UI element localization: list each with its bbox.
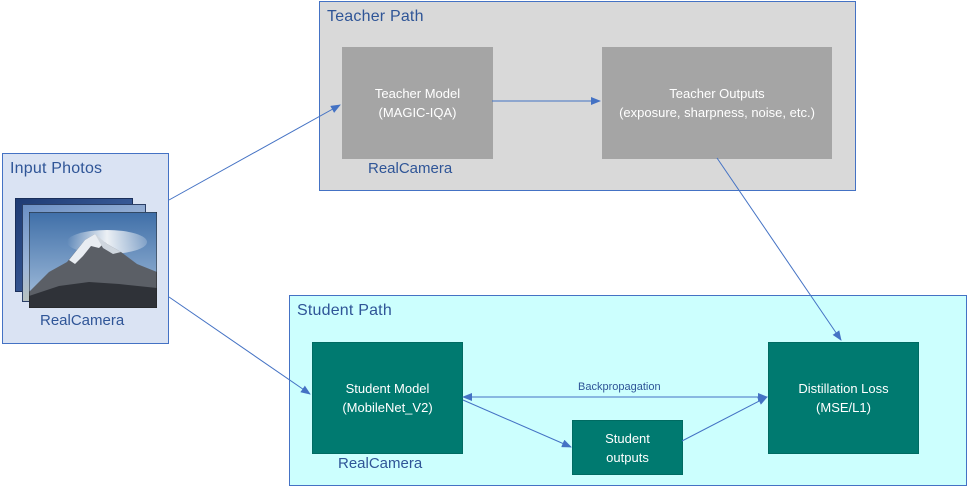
input-photos-caption: RealCamera — [40, 312, 125, 329]
student-path-group: Student Path Student Model (MobileNet_V2… — [289, 295, 967, 486]
arrow-input-to-student — [168, 296, 311, 395]
student-outputs-sublabel: outputs — [606, 449, 649, 465]
teacher-model-sublabel: (MAGIC-IQA) — [378, 105, 457, 120]
student-outputs-label: Student — [605, 430, 650, 446]
input-photos-group: Input Photos RealCamera — [2, 153, 169, 344]
student-model-caption: RealCamera — [338, 455, 423, 472]
distillation-loss-label: Distillation Loss — [798, 381, 889, 396]
teacher-outputs-label: Teacher Outputs — [669, 86, 765, 101]
teacher-outputs-box: Teacher Outputs (exposure, sharpness, no… — [602, 47, 832, 159]
backpropagation-label: Backpropagation — [578, 381, 661, 393]
student-model-box: Student Model (MobileNet_V2) — [312, 342, 463, 454]
teacher-model-box: Teacher Model (MAGIC-IQA) — [342, 47, 493, 159]
arrow-student-model-to-outputs — [462, 399, 572, 448]
arrow-input-to-teacher — [168, 104, 341, 201]
arrow-teacher-outputs-to-loss — [716, 157, 842, 341]
teacher-path-group: Teacher Path Teacher Model (MAGIC-IQA) R… — [319, 1, 856, 191]
teacher-model-caption: RealCamera — [368, 160, 453, 177]
input-photos-title: Input Photos — [10, 160, 103, 177]
distillation-loss-sublabel: (MSE/L1) — [816, 400, 871, 415]
student-model-sublabel: (MobileNet_V2) — [342, 400, 433, 415]
student-model-label: Student Model — [345, 381, 430, 396]
distillation-loss-box: Distillation Loss (MSE/L1) — [768, 342, 919, 454]
arrow-student-outputs-to-loss — [681, 396, 768, 442]
mountain-photo — [29, 212, 157, 308]
student-path-title: Student Path — [297, 302, 392, 319]
student-outputs-box: Student outputs — [572, 420, 683, 475]
teacher-path-title: Teacher Path — [327, 8, 424, 25]
teacher-model-label: Teacher Model — [374, 86, 461, 101]
teacher-outputs-sublabel: (exposure, sharpness, noise, etc.) — [619, 105, 815, 120]
